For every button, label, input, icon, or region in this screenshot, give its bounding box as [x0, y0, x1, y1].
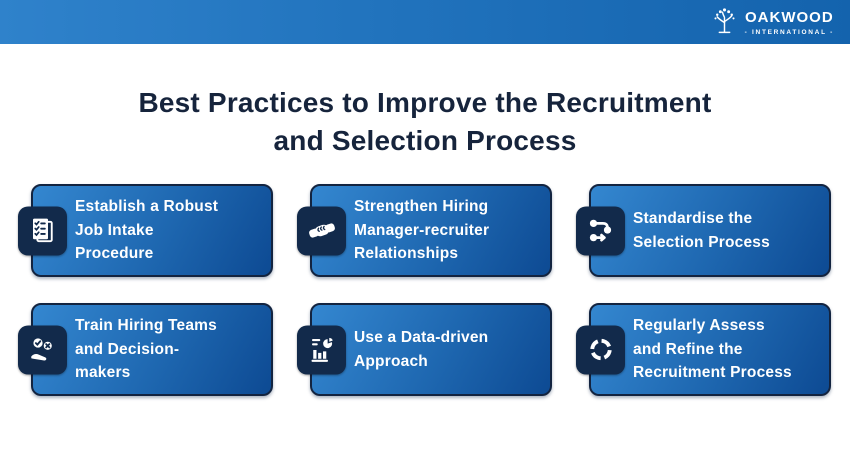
tree-icon: [711, 6, 738, 40]
logo-name: OAKWOOD: [745, 9, 834, 27]
data-chart-icon: [297, 325, 346, 374]
logo-text: OAKWOOD - INTERNATIONAL -: [745, 10, 834, 36]
card-label: Standardise the Selection Process: [633, 209, 770, 251]
hand-approval-icon: [18, 325, 67, 374]
workflow-icon: [576, 206, 625, 255]
card-train-hiring-teams: Train Hiring Teams and Decision- makers: [18, 303, 273, 396]
handshake-icon: [297, 206, 346, 255]
checklist-document-icon: [18, 206, 67, 255]
page-title: Best Practices to Improve the Recruitmen…: [0, 84, 850, 160]
header-bar: OAKWOOD - INTERNATIONAL -: [0, 0, 850, 44]
card-label: Train Hiring Teams and Decision- makers: [75, 317, 217, 382]
card-label: Establish a Robust Job Intake Procedure: [75, 198, 219, 263]
card-standardise-selection: Standardise the Selection Process: [576, 184, 831, 277]
card-label: Regularly Assess and Refine the Recruitm…: [633, 317, 792, 382]
oakwood-logo: OAKWOOD - INTERNATIONAL -: [711, 6, 834, 40]
logo-tagline: - INTERNATIONAL -: [744, 28, 834, 36]
card-manager-recruiter-relationships: Strengthen Hiring Manager-recruiter Rela…: [297, 184, 552, 277]
card-assess-refine-process: Regularly Assess and Refine the Recruitm…: [576, 303, 831, 396]
card-label: Use a Data-driven Approach: [354, 328, 489, 370]
cycle-arrows-icon: [576, 325, 625, 374]
page-title-line-2: and Selection Process: [273, 125, 577, 157]
card-label: Strengthen Hiring Manager-recruiter Rela…: [354, 198, 490, 263]
card-job-intake-procedure: Establish a Robust Job Intake Procedure: [18, 184, 273, 277]
page-title-line-1: Best Practices to Improve the Recruitmen…: [138, 87, 712, 118]
card-data-driven-approach: Use a Data-driven Approach: [297, 303, 552, 396]
